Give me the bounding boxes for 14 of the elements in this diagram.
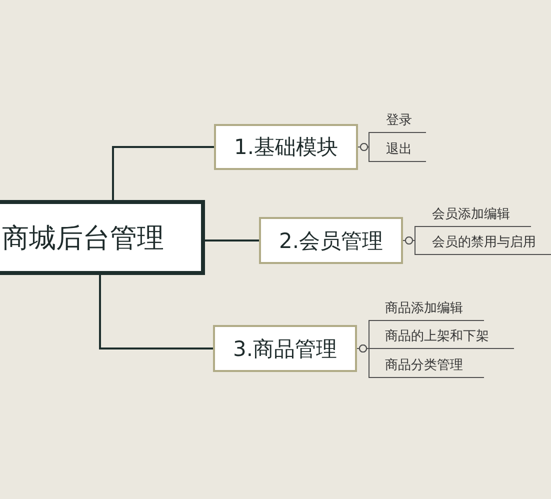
subtopic-label: 商品的上架和下架 xyxy=(369,326,514,349)
subtopic-label: 会员添加编辑 xyxy=(415,204,531,227)
subtopic-label: 登录 xyxy=(369,110,426,133)
topic-box: 3.商品管理 xyxy=(213,325,357,372)
connector-line xyxy=(99,275,213,350)
subtopic-label: 会员的禁用与启用 xyxy=(415,232,551,255)
central-topic-box: 商城后台管理 xyxy=(0,200,205,275)
connector-line xyxy=(205,240,259,242)
topic-box: 2.会员管理 xyxy=(259,217,403,264)
topic-box: 1.基础模块 xyxy=(214,124,358,170)
subtopic-label: 退出 xyxy=(369,139,426,162)
subtopic-label: 商品添加编辑 xyxy=(369,298,484,321)
connector-line xyxy=(112,146,214,200)
subtopic-label: 商品分类管理 xyxy=(369,355,484,378)
